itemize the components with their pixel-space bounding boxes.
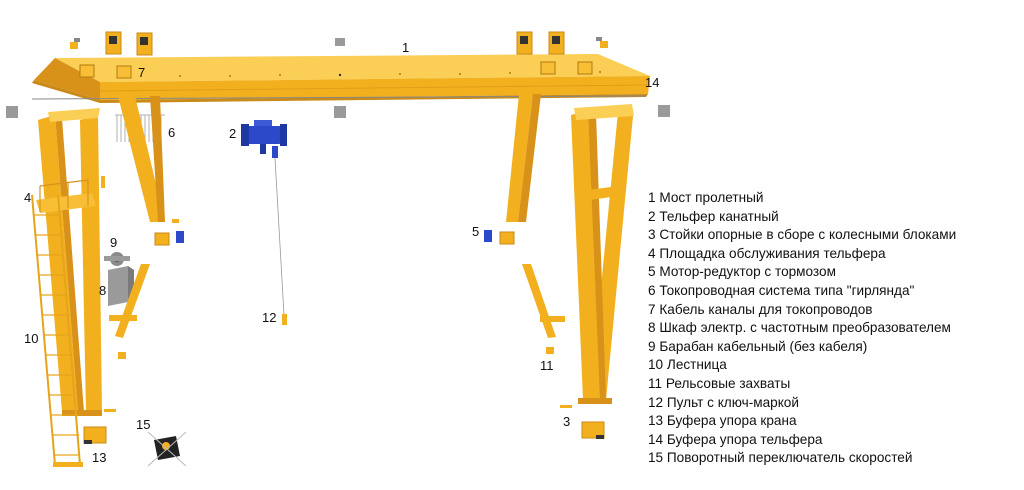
left-support-leg	[38, 96, 165, 416]
callout-6: 6	[168, 125, 175, 140]
legend-item: 1 Мост пролетный	[648, 190, 764, 205]
legend-item: 2 Тельфер канатный	[648, 208, 779, 224]
pendant-control	[282, 314, 287, 325]
callout-5: 5	[472, 224, 479, 239]
legend-item: 7 Кабель каналы для токопроводов	[648, 301, 873, 317]
callout-9: 9	[110, 235, 117, 250]
callout-13: 13	[92, 450, 106, 465]
legend-item: 12 Пульт с ключ-маркой	[648, 394, 799, 410]
end-stop	[6, 106, 18, 118]
callout-14: 14	[645, 75, 659, 90]
legend-item: 10 Лестница	[648, 357, 727, 373]
right-lower-arm	[522, 264, 572, 408]
end-stop	[334, 106, 346, 118]
legend-item: 14 Буфера упора тельфера	[648, 431, 823, 447]
end-stop	[658, 105, 670, 117]
callout-1: 1	[402, 40, 409, 55]
legend-item: 13 Буфера упора крана	[648, 413, 797, 429]
legend-item: 3 Стойки опорные в сборе с колесными бло…	[648, 227, 957, 243]
callout-3: 3	[563, 414, 570, 429]
legend-item: 6 Токопроводная система типа "гирлянда"	[648, 282, 915, 298]
legend-item: 9 Барабан кабельный (без кабеля)	[648, 338, 868, 354]
legend-item: 4 Площадка обслуживания тельфера	[648, 245, 886, 261]
left-wheel-block	[83, 219, 184, 444]
callout-11: 11	[540, 358, 554, 373]
left-lower-arm	[104, 264, 150, 412]
electric-hoist	[241, 120, 287, 316]
callout-15: 15	[136, 417, 150, 432]
service-platform	[36, 176, 105, 213]
speed-switch	[147, 431, 187, 467]
right-support-leg	[506, 94, 634, 404]
callout-8: 8	[99, 283, 106, 298]
callout-4: 4	[24, 190, 31, 205]
callout-12: 12	[262, 310, 276, 325]
ladder	[31, 194, 83, 467]
right-wheel-block	[581, 421, 605, 439]
legend-item: 11 Рельсовые захваты	[648, 375, 791, 391]
callout-10: 10	[24, 331, 38, 346]
bridge-beam	[32, 31, 650, 103]
callout-2: 2	[229, 126, 236, 141]
legend-item: 15 Поворотный переключатель скоростей	[648, 450, 913, 466]
callout-7: 7	[138, 65, 145, 80]
cable-drum	[104, 252, 130, 266]
legend-item: 5 Мотор-редуктор с тормозом	[648, 264, 836, 280]
right-gear-motor	[484, 218, 515, 245]
legend: 1 Мост пролетный 2 Тельфер канатный 3 Ст…	[648, 189, 1020, 468]
legend-item: 8 Шкаф электр. с частотным преобразовате…	[648, 320, 951, 336]
